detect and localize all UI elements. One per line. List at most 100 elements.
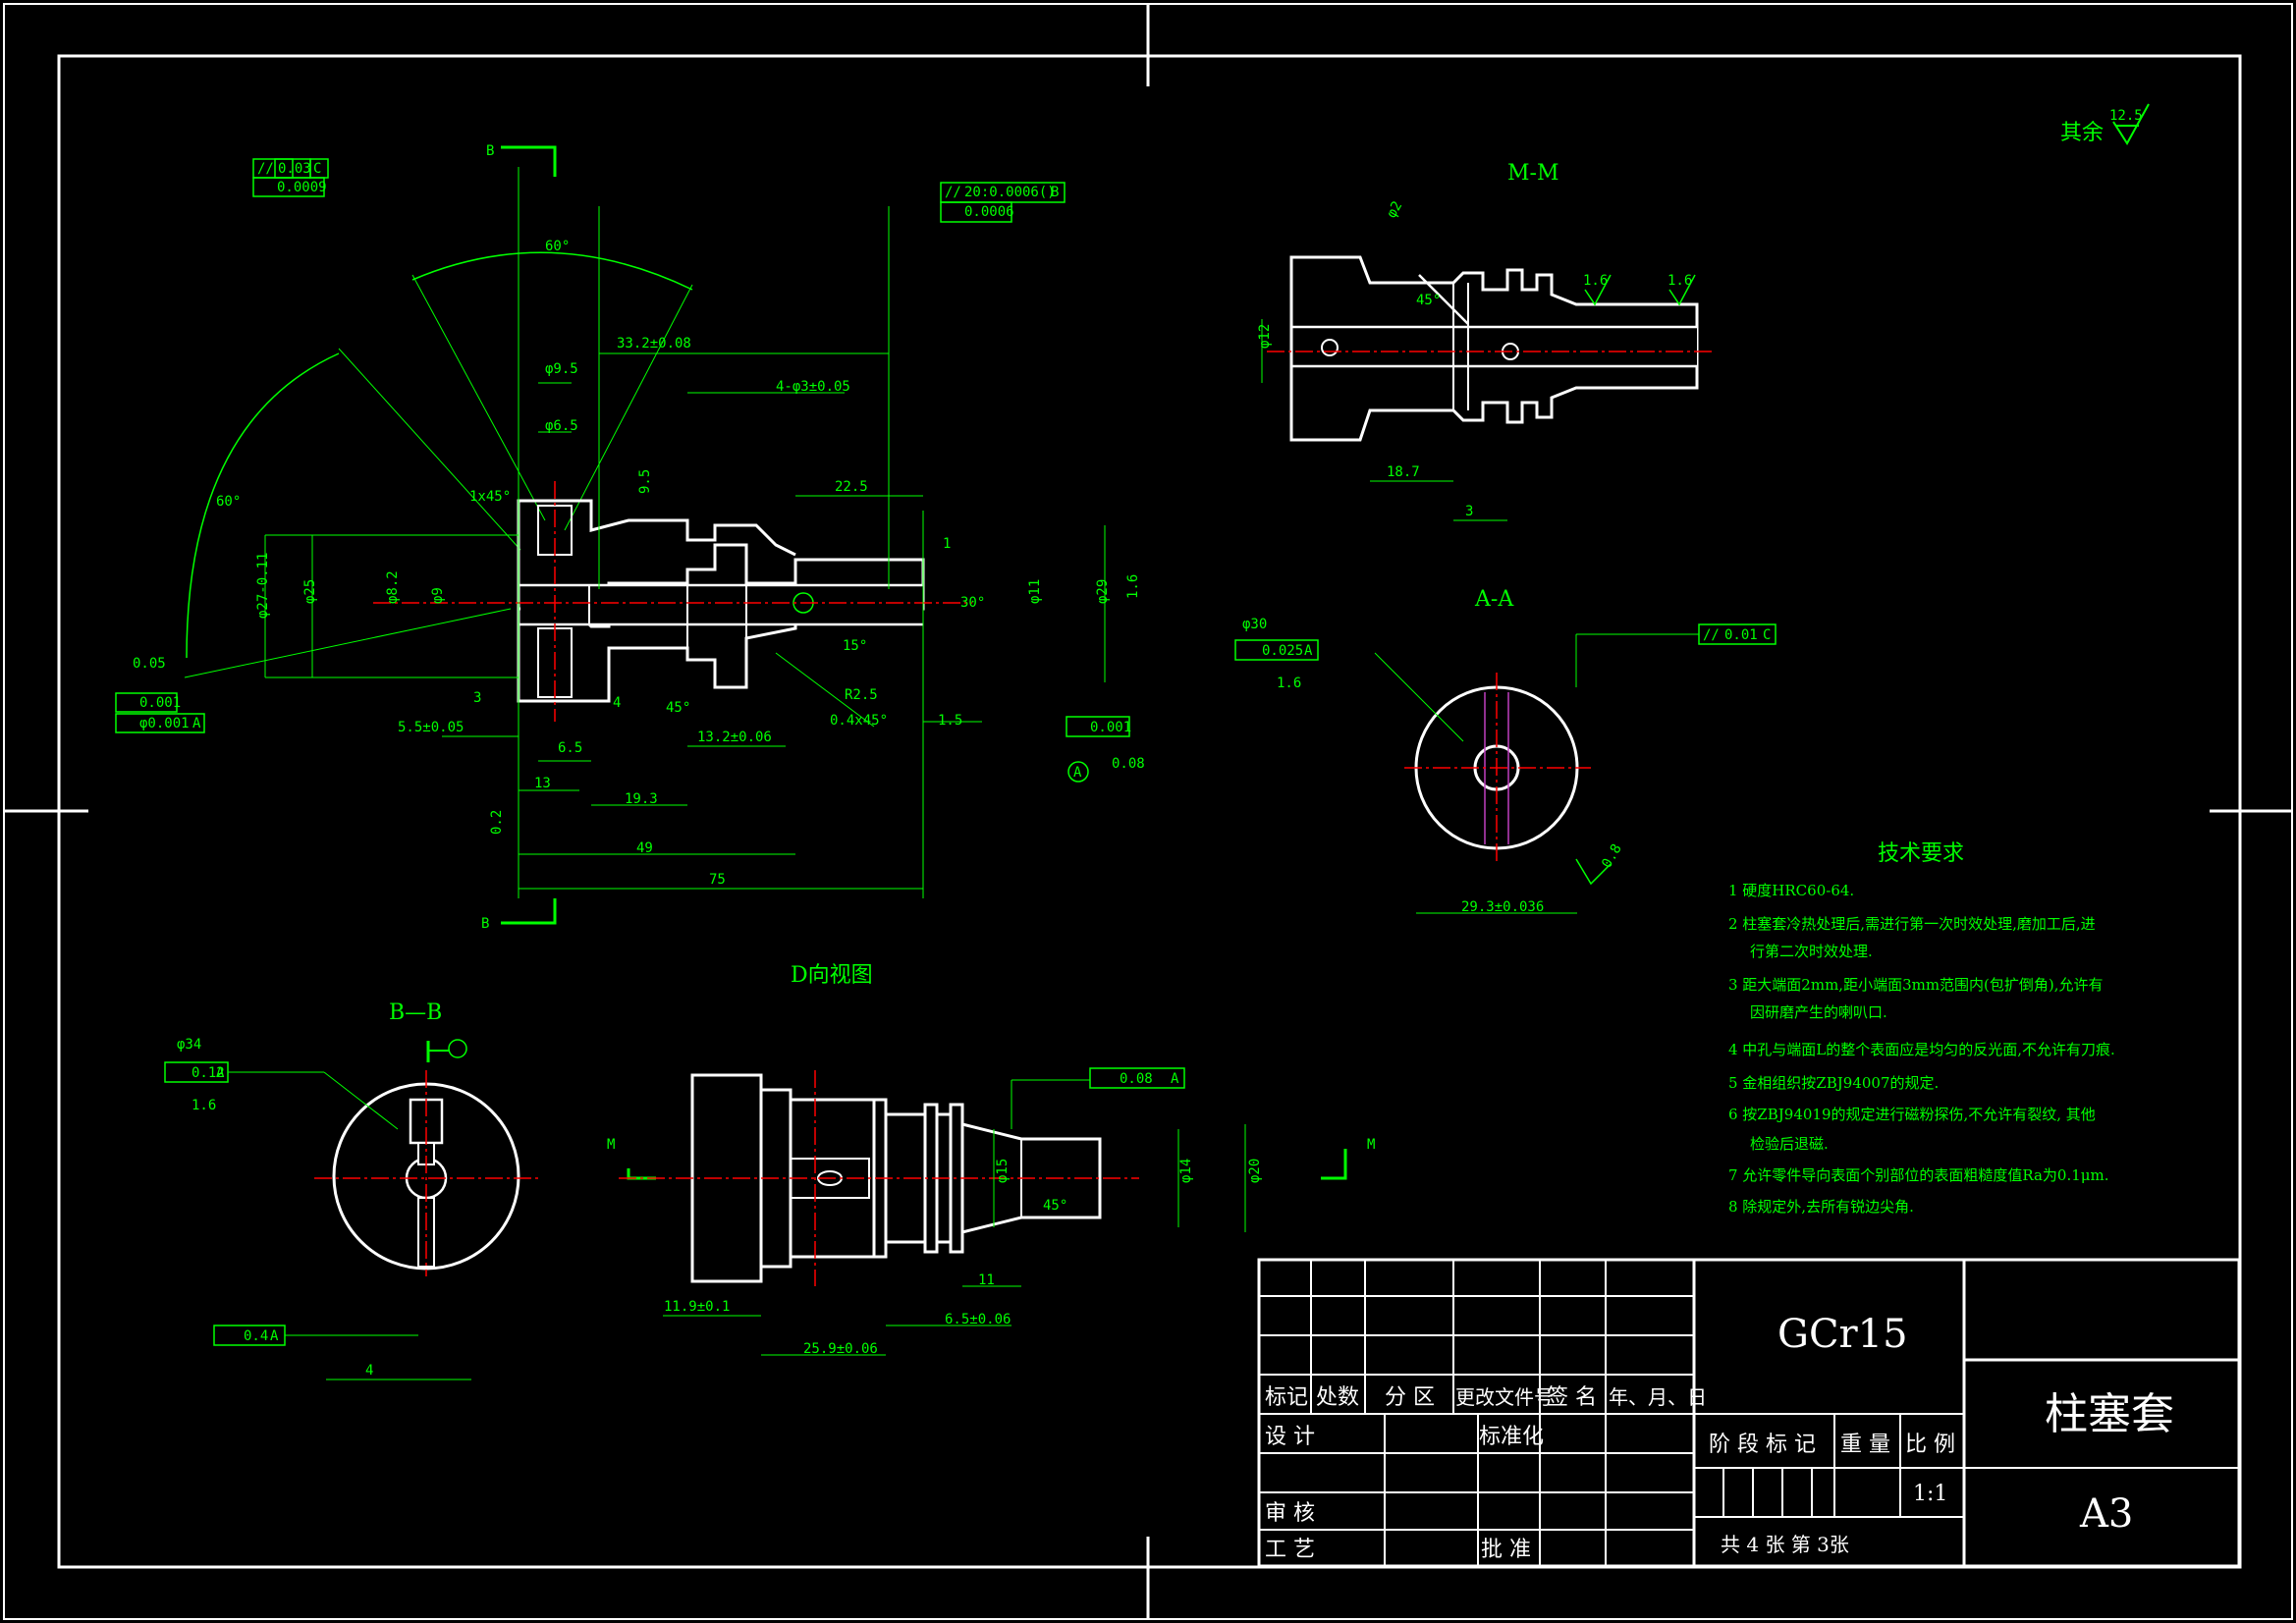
bb-rough: 1.6 — [191, 1098, 216, 1113]
tolerance_frames-tf10_b: A — [216, 1065, 225, 1081]
tolerance_frames-tf6_b: A — [192, 716, 201, 731]
scale-value: 1:1 — [1913, 1482, 1947, 1506]
tolerance_frames-tf4_a: 0.0006 — [964, 204, 1014, 220]
mm-rough-2: 1.6 — [1667, 273, 1692, 289]
roughness-note: 其余 12.5 — [2060, 103, 2150, 145]
tolerance_frames-tf7_a: 0.001 — [1090, 720, 1131, 735]
requirement-8: 8 除规定外,去所有锐边尖角. — [1728, 1198, 1914, 1216]
dim-4: 4 — [613, 695, 621, 711]
aa-dim-29-3: 29.3±0.036 — [1461, 899, 1544, 915]
tolerance_frames-tf3_c: B — [1051, 185, 1059, 200]
dim-225: 22.5 — [835, 479, 868, 495]
technical-requirements: 技术要求 1 硬度HRC60-64. 2 柱塞套冷热处理后,需进行第一次时效处理… — [1728, 841, 2115, 1216]
d-phi15: φ15 — [995, 1159, 1011, 1183]
tolerance_frames-tf8_b: A — [1304, 643, 1313, 659]
tolerance-frame-3: 0.05 0.001 φ0.001 A — [115, 656, 205, 733]
dim-75: 75 — [709, 872, 726, 888]
header-zone: 分 区 — [1385, 1385, 1435, 1410]
tolerance_frames-tf6_a: φ0.001 — [139, 716, 190, 731]
dim-0-2: 0.2 — [489, 810, 505, 835]
dim-30deg: 30° — [960, 595, 985, 611]
dim-phi95: φ9.5 — [545, 361, 578, 377]
dim-phi9: φ9 — [430, 587, 446, 604]
dim-5-5: 5.5±0.05 — [398, 720, 464, 735]
label-design: 设 计 — [1265, 1425, 1315, 1449]
requirement-6b: 检验后退磁. — [1750, 1135, 1829, 1153]
dim-1: 1 — [943, 536, 951, 552]
tolerance_frames-tf9_b: 0.01 — [1724, 627, 1758, 643]
tolerance_frames-tf5_a: 0.001 — [139, 695, 181, 711]
d-45deg: 45° — [1043, 1198, 1067, 1214]
label-ratio: 比 例 — [1905, 1433, 1955, 1457]
tolerance_frames-tf1_a: // — [257, 161, 274, 177]
dim-6-5: 6.5 — [558, 740, 582, 756]
sheet-frame — [3, 3, 2293, 1620]
dim-roughness-16: 1.6 — [1125, 574, 1141, 599]
label-review: 审 核 — [1265, 1501, 1315, 1526]
mark-m-right: M — [1367, 1137, 1375, 1153]
dim-19-3: 19.3 — [625, 791, 658, 807]
dim-phi11: φ11 — [1027, 579, 1043, 604]
dim-1x45: 1x45° — [469, 489, 511, 505]
tolerance_frames-tf3_b: 20:0.0006() — [964, 185, 1056, 200]
bb-title: B—B — [389, 1001, 442, 1025]
tolerance-frame-4: 0.001 0.08 A — [1066, 716, 1145, 783]
label-standard: 标准化 — [1479, 1425, 1544, 1449]
dim-phi27: φ27-0.11 — [255, 553, 271, 619]
section-mark-b-top: B — [486, 143, 494, 159]
mm-45deg: 45° — [1416, 293, 1441, 308]
mm-dim-3: 3 — [1465, 504, 1473, 519]
aa-rough-08: 0.8 — [1599, 841, 1625, 871]
tolerance_frames-tf12_a: 0.4 — [244, 1328, 268, 1344]
d-dim-25-9: 25.9±0.06 — [803, 1341, 878, 1357]
requirement-2: 2 柱塞套冷热处理后,需进行第一次时效处理,磨加工后,进 — [1728, 915, 2096, 933]
bb-dim-4: 4 — [365, 1363, 373, 1379]
tolerance_frames-tf9_c: C — [1763, 627, 1771, 643]
aa-tf: 0.025 — [1262, 643, 1303, 659]
part-name: 柱塞套 — [2045, 1389, 2174, 1439]
dim-angle-60-left: 60° — [216, 494, 241, 510]
bb-phi34: φ34 — [177, 1037, 201, 1053]
dim-13: 13 — [534, 776, 551, 791]
d-phi14: φ14 — [1178, 1159, 1194, 1183]
tolerance_frames-tf1_c: C — [313, 161, 321, 177]
tolerance_frames-tf5_label: 0.05 — [133, 656, 166, 672]
tolerance_frames-tf10_a: 0.12 — [191, 1065, 225, 1081]
section-mark-b-bottom: B — [481, 916, 489, 932]
mark-m-left: M — [607, 1137, 615, 1153]
roughness-value: 12.5 — [2109, 108, 2143, 124]
tolerance_frames-tf11_a: 0.08 — [1120, 1071, 1153, 1087]
header-mark: 标记 — [1265, 1385, 1308, 1410]
requirement-1: 1 硬度HRC60-64. — [1728, 882, 1854, 899]
requirement-6: 6 按ZBJ94019的规定进行磁粉探伤,不允许有裂纹, 其他 — [1728, 1106, 2096, 1123]
mm-section-view: M-M φ2 45° φ12 1.6 1.6 18.7 3 — [1257, 161, 1714, 521]
label-stage: 阶 段 标 记 — [1709, 1433, 1816, 1457]
dim-r25: R2.5 — [845, 687, 878, 703]
mm-phi12: φ12 — [1257, 324, 1273, 349]
mm-title: M-M — [1507, 161, 1559, 186]
tolerance_frames-tf1_b: 0.03 — [278, 161, 311, 177]
sheet-count: 共 4 张 第 3张 — [1721, 1533, 1849, 1556]
label-process: 工 艺 — [1265, 1538, 1315, 1562]
requirement-3b: 因研磨产生的喇叭口. — [1750, 1003, 1887, 1021]
datum-a: A — [1073, 765, 1082, 781]
dim-phi82: φ8.2 — [385, 570, 401, 604]
material-name: GCr15 — [1777, 1312, 1908, 1357]
aa-phi30: φ30 — [1242, 617, 1267, 632]
mm-dim-18-7: 18.7 — [1387, 464, 1420, 480]
header-date: 年、月、日 — [1609, 1385, 1707, 1409]
aa-section-view: A-A φ30 0.025 A 1.6 // 0.01 C 29.3±0.036… — [1234, 587, 1777, 915]
dim-4x3: 4-φ3±0.05 — [776, 379, 850, 395]
tolerance_frames-tf7_b: 0.08 — [1112, 756, 1145, 772]
title-block: GCr15 柱塞套 A3 1:1 标记 处数 分 区 更改文件号 签 名 年、月… — [1257, 1258, 2241, 1568]
dim-13-2: 13.2±0.06 — [697, 730, 772, 745]
header-doc: 更改文件号 — [1455, 1385, 1554, 1409]
mm-rough-1: 1.6 — [1583, 273, 1608, 289]
dim-0-4x45: 0.4x45° — [830, 713, 888, 729]
dim-95: 9.5 — [637, 469, 653, 494]
tolerance_frames-tf12_b: A — [270, 1328, 279, 1344]
tolerance_frames-tf3_a: // — [945, 185, 961, 200]
header-count: 处数 — [1316, 1385, 1359, 1410]
label-weight: 重 量 — [1840, 1433, 1890, 1457]
